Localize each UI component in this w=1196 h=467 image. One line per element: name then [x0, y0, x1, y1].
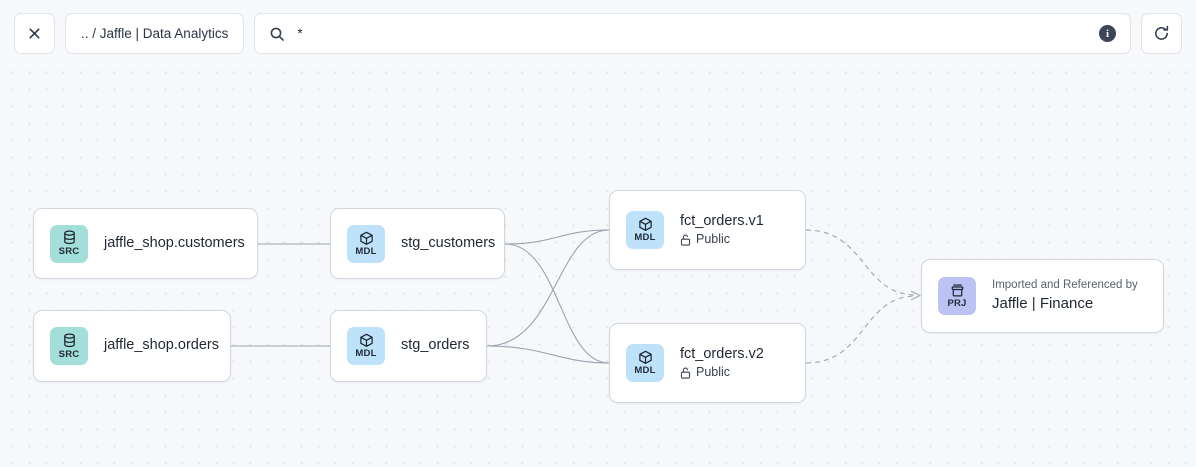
close-button[interactable] — [14, 13, 55, 54]
node-title: jaffle_shop.customers — [104, 234, 245, 251]
mdl-badge: MDL — [347, 327, 385, 365]
node-jaffle-finance-project[interactable]: PRJ Imported and Referenced by Jaffle | … — [921, 259, 1164, 333]
badge-code: SRC — [58, 348, 80, 360]
cube-icon — [359, 231, 374, 247]
edge-layer — [231, 229, 921, 364]
visibility-label: Public — [696, 365, 731, 380]
node-fct-orders-v2[interactable]: MDL fct_orders.v2 Public — [609, 323, 806, 403]
badge-code: MDL — [355, 348, 377, 360]
toolbar: .. / Jaffle | Data Analytics * i — [0, 0, 1196, 67]
badge-code: MDL — [634, 232, 656, 244]
edge-stg_orders-fct_v2 — [486, 345, 610, 364]
mdl-badge: MDL — [626, 211, 664, 249]
badge-code: SRC — [58, 246, 80, 258]
node-labels: jaffle_shop.orders — [104, 336, 219, 356]
info-icon[interactable]: i — [1099, 25, 1116, 42]
refresh-icon — [1153, 25, 1170, 42]
database-icon — [62, 230, 77, 247]
cube-icon — [638, 350, 653, 366]
edge-fct_v2-prj_finance — [805, 295, 917, 364]
cube-icon — [638, 217, 653, 233]
edge-stg_orders-fct_v1 — [486, 229, 610, 347]
node-labels: fct_orders.v2 Public — [680, 345, 764, 381]
cube-icon — [359, 333, 374, 349]
edge-stg_customers-fct_v1 — [504, 229, 610, 245]
node-labels: Imported and Referenced by Jaffle | Fina… — [992, 278, 1138, 314]
node-visibility: Public — [680, 364, 764, 381]
src-badge: SRC — [50, 327, 88, 365]
node-stg-orders[interactable]: MDL stg_orders — [330, 310, 487, 382]
node-title: fct_orders.v2 — [680, 345, 764, 362]
search-icon — [269, 26, 285, 42]
node-visibility: Public — [680, 231, 764, 248]
node-title: Jaffle | Finance — [992, 294, 1094, 312]
badge-code: MDL — [634, 365, 656, 377]
mdl-badge: MDL — [626, 344, 664, 382]
node-title: jaffle_shop.orders — [104, 337, 220, 354]
node-jaffle-shop-orders[interactable]: SRC jaffle_shop.orders — [33, 310, 231, 382]
edge-stg_customers-fct_v2 — [504, 243, 610, 364]
node-labels: fct_orders.v1 Public — [680, 212, 764, 248]
edge-arrowhead — [910, 290, 921, 301]
node-labels: stg_customers — [401, 234, 495, 254]
node-title: stg_orders — [401, 337, 470, 354]
mdl-badge: MDL — [347, 224, 385, 263]
node-caption: Imported and Referenced by — [992, 279, 1138, 292]
badge-code: MDL — [355, 245, 377, 257]
search-field[interactable]: * i — [254, 13, 1131, 54]
breadcrumb-label: .. / Jaffle | Data Analytics — [81, 26, 229, 41]
breadcrumb[interactable]: .. / Jaffle | Data Analytics — [65, 13, 245, 54]
search-input[interactable]: * — [297, 25, 304, 41]
edge-fct_v1-prj_finance — [805, 229, 917, 296]
close-icon — [27, 26, 42, 41]
node-stg-customers[interactable]: MDL stg_customers — [330, 208, 505, 279]
prj-badge: PRJ — [938, 277, 976, 315]
node-title: fct_orders.v1 — [680, 212, 764, 229]
node-labels: jaffle_shop.customers — [104, 234, 245, 254]
node-title: stg_customers — [401, 234, 496, 251]
refresh-button[interactable] — [1141, 13, 1182, 54]
unlock-icon — [680, 234, 691, 246]
lineage-canvas[interactable]: SRC jaffle_shop.customers SRC jaffle_sho… — [0, 58, 1196, 467]
src-badge: SRC — [50, 224, 88, 263]
node-fct-orders-v1[interactable]: MDL fct_orders.v1 Public — [609, 190, 806, 270]
unlock-icon — [680, 367, 691, 379]
node-labels: stg_orders — [401, 336, 470, 356]
badge-code: PRJ — [947, 298, 967, 310]
package-icon — [950, 283, 965, 299]
database-icon — [62, 333, 77, 350]
node-jaffle-shop-customers[interactable]: SRC jaffle_shop.customers — [33, 208, 258, 279]
visibility-label: Public — [696, 232, 731, 247]
